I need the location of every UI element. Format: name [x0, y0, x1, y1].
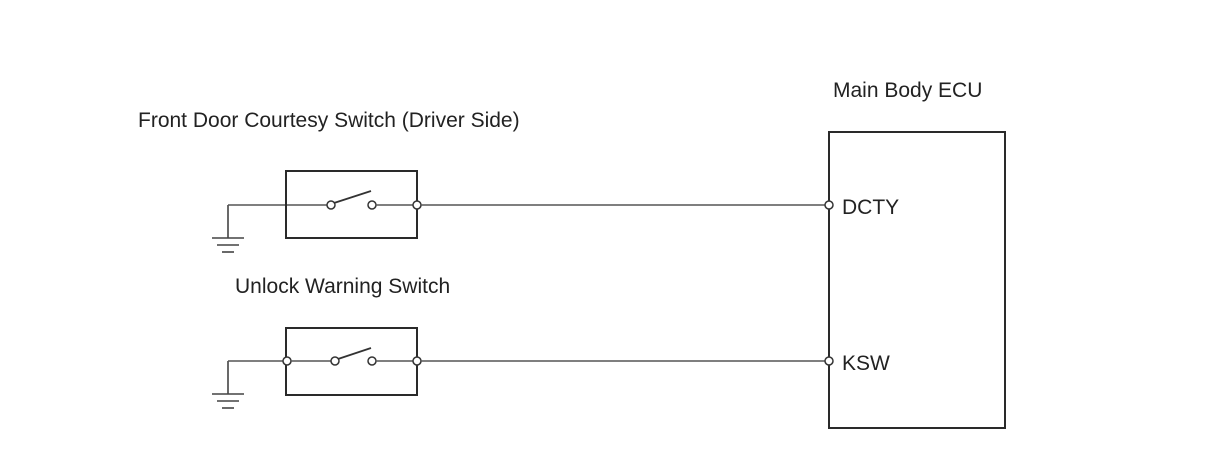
- ecu-pin-dcty: [824, 200, 834, 210]
- ecu-box: [828, 131, 1006, 429]
- terminal-node: [412, 200, 422, 210]
- switch-contact: [367, 200, 377, 210]
- switch-blade: [333, 190, 372, 204]
- courtesy-switch-circuit: [212, 170, 834, 253]
- ground-icon: [212, 361, 244, 409]
- courtesy-switch-label: Front Door Courtesy Switch (Driver Side): [138, 109, 520, 132]
- ground-icon: [212, 205, 244, 253]
- unlock-warning-switch-label: Unlock Warning Switch: [235, 275, 451, 298]
- switch-contact: [330, 356, 340, 366]
- ecu-title: Main Body ECU: [833, 79, 983, 102]
- switch-contact: [326, 200, 336, 210]
- ecu-pin-ksw: [824, 356, 834, 366]
- pin-label-dcty: DCTY: [842, 196, 900, 219]
- terminal-node: [282, 356, 292, 366]
- terminal-node: [412, 356, 422, 366]
- unlock-switch-circuit: [212, 327, 834, 409]
- switch-contact: [367, 356, 377, 366]
- pin-label-ksw: KSW: [842, 352, 890, 375]
- switch-blade: [337, 347, 372, 360]
